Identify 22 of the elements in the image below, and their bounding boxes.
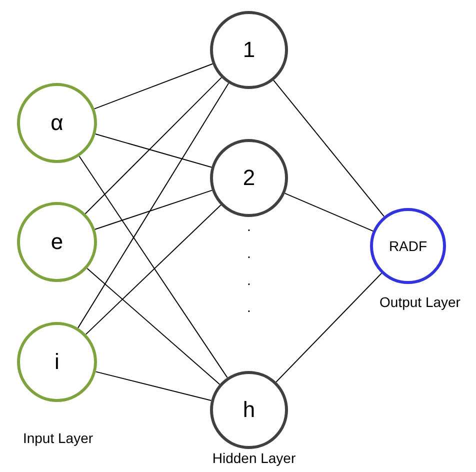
node-label: 1 <box>242 39 256 61</box>
node-label: e <box>50 231 64 253</box>
connector-line <box>85 204 222 335</box>
node-label: RADF <box>388 239 428 253</box>
connector-line <box>95 371 212 402</box>
connector-line <box>276 272 382 382</box>
connector-line <box>273 80 385 217</box>
layer-label: Input Layer <box>22 431 94 445</box>
connector-line <box>78 156 228 378</box>
node-label: 2 <box>242 167 256 189</box>
connector-line <box>86 268 220 385</box>
connector-line <box>77 82 230 328</box>
layer-label: . <box>247 246 251 260</box>
node-label: i <box>54 351 60 373</box>
layer-label: Hidden Layer <box>212 451 296 465</box>
node-label: h <box>242 399 256 421</box>
layer-label: . <box>247 300 251 314</box>
node-label: α <box>50 112 64 134</box>
layer-label: . <box>247 219 251 233</box>
layer-label: Output Layer <box>380 295 460 309</box>
connector-line <box>84 77 222 214</box>
layer-label: . <box>247 273 251 287</box>
